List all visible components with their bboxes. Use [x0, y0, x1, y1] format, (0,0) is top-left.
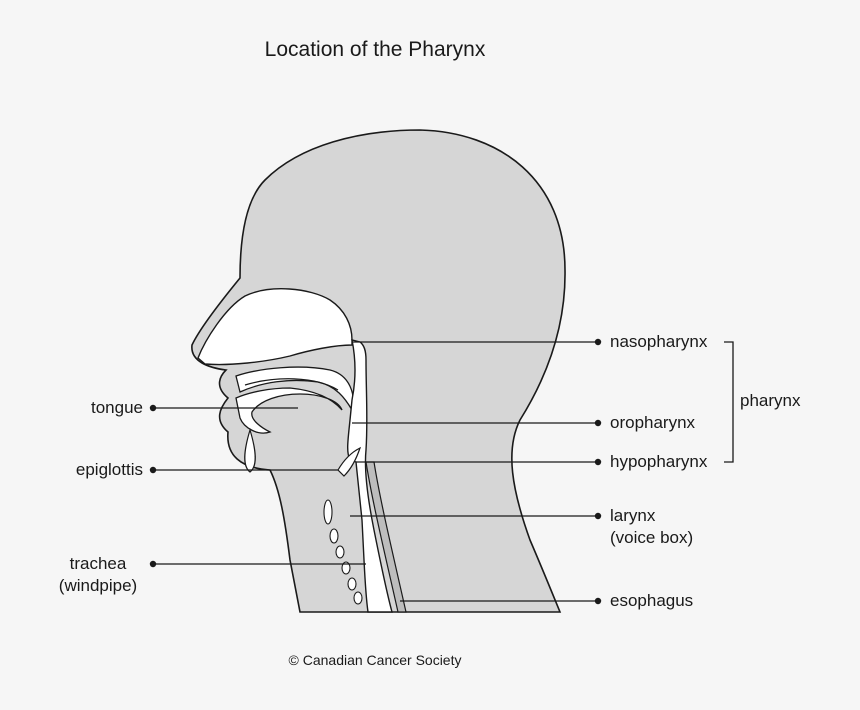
- label-esophagus: esophagus: [610, 591, 694, 610]
- leader-lines: [153, 341, 598, 602]
- pharynx-bracket: [724, 341, 734, 463]
- copyright-credit: © Canadian Cancer Society: [288, 652, 462, 668]
- label-hypopharynx: hypopharynx: [610, 452, 708, 471]
- label-epiglottis: epiglottis: [75, 460, 143, 479]
- label-larynx: larynx: [610, 506, 656, 525]
- label-larynx-alt: (voice box): [610, 528, 694, 547]
- oral-cavity: [235, 387, 343, 434]
- epiglottis-flap: [337, 446, 362, 477]
- pharynx-airway: [347, 339, 393, 613]
- esophagus-tube: [365, 461, 407, 613]
- diagram-title: Location of the Pharynx: [264, 38, 486, 61]
- label-nasopharynx: nasopharynx: [610, 332, 708, 351]
- label-pharynx: pharynx: [740, 391, 801, 410]
- label-tongue: tongue: [91, 398, 143, 417]
- nasal-cavity: [197, 288, 353, 366]
- uvula: [244, 427, 256, 473]
- head-silhouette: [191, 129, 566, 613]
- label-trachea-alt: (windpipe): [58, 576, 138, 595]
- label-trachea: trachea: [69, 554, 127, 573]
- palate-inner: [244, 378, 339, 391]
- label-oropharynx: oropharynx: [610, 413, 696, 432]
- tracheal-rings: [323, 499, 363, 605]
- leader-dots: [149, 338, 602, 605]
